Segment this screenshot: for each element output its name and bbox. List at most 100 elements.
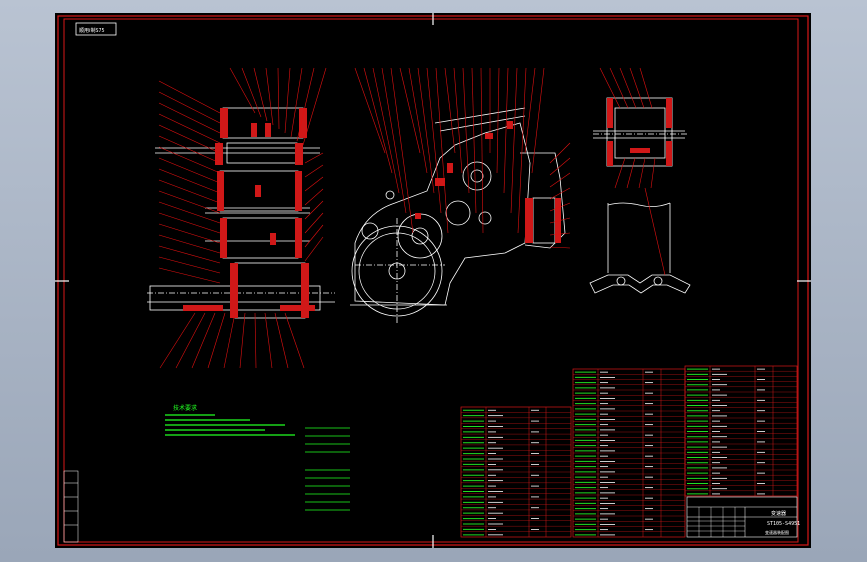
leader-line	[158, 190, 221, 214]
leader-line	[614, 157, 626, 189]
hatch-block	[255, 185, 261, 197]
drawing-sheet[interactable]: 顺用Ⅰ制S75	[55, 13, 811, 548]
side-elevation-leader-lines	[354, 67, 571, 249]
leader-line	[254, 312, 257, 369]
leader-line	[158, 91, 221, 124]
hatch-block	[270, 233, 276, 245]
parts-list-tables	[460, 365, 798, 538]
leader-line	[372, 67, 400, 194]
leader-line	[304, 176, 324, 192]
hatch-block	[415, 213, 421, 219]
leader-line	[229, 67, 256, 114]
corner-tag: 顺用Ⅰ制S75	[75, 22, 117, 36]
center-marks	[55, 13, 811, 548]
leader-line	[524, 67, 536, 154]
leader-line	[549, 142, 571, 164]
leader-line	[650, 157, 656, 189]
hatch-block	[666, 141, 672, 166]
parts-table-1	[460, 406, 572, 538]
hatch-block	[301, 263, 309, 318]
leader-line	[158, 245, 221, 264]
title-block-grid	[687, 507, 745, 537]
leader-line	[158, 135, 221, 164]
leader-line	[158, 80, 221, 114]
hatch-block	[251, 123, 257, 137]
leader-line	[159, 312, 196, 369]
leader-line	[241, 67, 262, 118]
leader-line	[158, 212, 221, 234]
leader-line	[284, 67, 291, 134]
table-frame	[684, 365, 798, 497]
leader-line	[426, 67, 442, 214]
leader-line	[304, 164, 324, 178]
bracket-leader-lines	[644, 187, 666, 276]
shaft-detail-hatching	[607, 98, 672, 166]
hatch-block	[265, 123, 271, 137]
title-block-footer: 变速器装配图	[765, 529, 789, 535]
leader-line	[158, 168, 221, 194]
gearbox-hatching	[183, 108, 315, 318]
leader-line	[158, 223, 221, 244]
leader-line	[435, 67, 449, 234]
leader-line	[549, 187, 571, 200]
hatch-block	[295, 171, 302, 211]
hatch-block	[485, 133, 493, 139]
leader-line	[462, 67, 470, 194]
leader-line	[549, 157, 571, 176]
hatch-block	[607, 98, 613, 128]
leader-line	[510, 67, 518, 214]
side-elevation-hatching	[415, 121, 561, 243]
leader-line	[223, 312, 236, 369]
hatch-block	[280, 305, 315, 311]
technical-notes: 技术要求	[165, 404, 350, 511]
cad-drawing[interactable]: 顺用Ⅰ制S75	[55, 13, 811, 548]
leader-line	[302, 67, 327, 146]
leader-line	[158, 201, 221, 224]
leader-line	[253, 67, 268, 122]
hatch-block	[507, 121, 513, 129]
leader-line	[158, 267, 221, 284]
leader-line	[381, 67, 407, 214]
bracket-view	[589, 202, 691, 294]
leader-line	[363, 67, 393, 174]
notes-title: 技术要求	[173, 404, 197, 412]
leader-line	[480, 67, 484, 234]
hatch-block	[447, 163, 453, 173]
leader-line	[274, 312, 289, 369]
leader-line	[390, 67, 414, 234]
hatch-block	[666, 98, 672, 128]
hatch-block	[220, 218, 227, 258]
leader-line	[417, 67, 435, 194]
leader-line	[304, 236, 324, 262]
leader-line	[304, 200, 324, 220]
leader-line	[158, 102, 221, 134]
hatch-block	[525, 198, 533, 243]
leader-line	[549, 172, 571, 188]
gearbox-leader-lines	[158, 67, 327, 369]
leader-line	[158, 146, 221, 174]
leader-line	[599, 67, 621, 109]
leader-line	[265, 67, 274, 126]
sheet-outer-border	[57, 15, 809, 546]
notes-lines	[165, 414, 295, 436]
leader-line	[304, 152, 324, 164]
leader-line	[471, 67, 477, 214]
hatch-block	[183, 305, 223, 311]
leader-line	[264, 312, 273, 369]
hatch-block	[215, 143, 223, 165]
leader-line	[644, 187, 666, 276]
leader-line	[531, 67, 545, 174]
hatch-block	[230, 263, 238, 318]
hatch-block	[220, 108, 228, 138]
leader-line	[158, 256, 221, 274]
parts-table-2	[572, 368, 686, 538]
hatch-block	[295, 143, 303, 165]
leader-line	[158, 157, 221, 184]
hatch-block	[295, 218, 302, 258]
leader-line	[619, 67, 637, 109]
leader-line	[503, 67, 509, 194]
title-block: 变速器 ST105-S4951 变速器装配图	[686, 496, 800, 538]
leader-line	[158, 179, 221, 204]
leader-line	[517, 67, 527, 234]
